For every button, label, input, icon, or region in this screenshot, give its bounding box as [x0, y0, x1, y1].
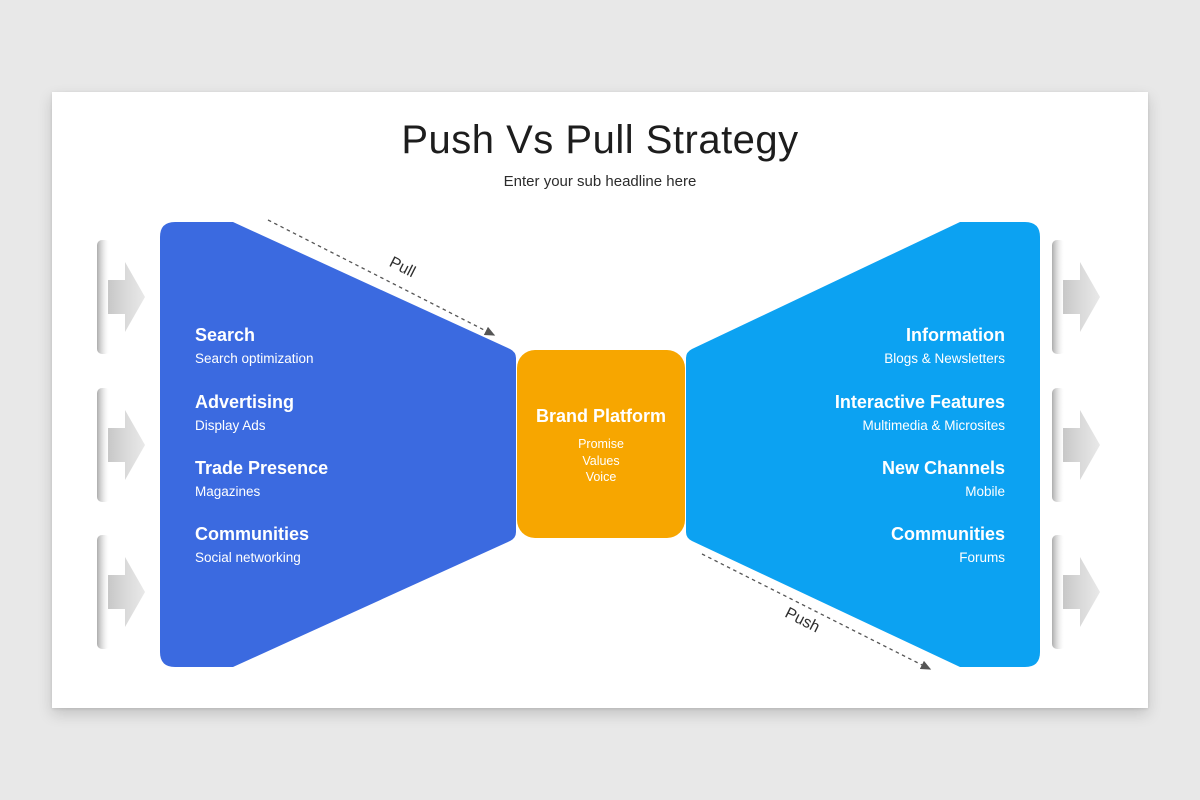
list-item: Trade Presence Magazines [195, 457, 495, 501]
slide-canvas: Push Vs Pull Strategy Enter your sub hea… [52, 92, 1148, 708]
brand-platform-box [517, 350, 685, 538]
pull-arrow [267, 219, 496, 336]
item-title: Trade Presence [195, 458, 329, 478]
brand-platform-lines: Promise Values Voice [517, 436, 685, 486]
right-arrow-icon [1052, 535, 1100, 649]
list-item: Search Search optimization [195, 324, 495, 368]
item-subtitle: Mobile [965, 484, 1005, 499]
strategy-diagram [97, 219, 1100, 670]
item-title: New Channels [881, 458, 1005, 478]
item-subtitle: Magazines [195, 484, 261, 499]
right-arrow-icon [97, 240, 145, 354]
right-arrow-icon [1052, 240, 1100, 354]
item-title: Communities [195, 524, 310, 544]
right-arrow-icon [1052, 388, 1100, 502]
item-title: Interactive Features [834, 392, 1005, 412]
brand-platform-title: Brand Platform [535, 406, 667, 426]
list-item: Information Blogs & Newsletters [705, 324, 1005, 368]
right-arrow-icon [97, 388, 145, 502]
brand-line: Voice [585, 470, 617, 484]
item-title: Advertising [195, 392, 295, 412]
item-subtitle: Multimedia & Microsites [862, 418, 1005, 433]
brand-line: Values [582, 453, 620, 468]
item-title: Communities [890, 524, 1005, 544]
brand-platform-content: Brand Platform Promise Values Voice [517, 350, 685, 538]
item-title: Search [195, 325, 256, 345]
list-item: Communities Social networking [195, 523, 495, 567]
item-subtitle: Blogs & Newsletters [884, 351, 1005, 366]
brand-line: Promise [578, 437, 624, 451]
item-subtitle: Social networking [195, 550, 301, 565]
page-subtitle: Enter your sub headline here [503, 173, 697, 190]
page-title: Push Vs Pull Strategy [401, 118, 799, 162]
right-arrow-icon [97, 535, 145, 649]
item-subtitle: Forums [959, 550, 1005, 565]
list-item: Communities Forums [705, 523, 1005, 567]
item-subtitle: Search optimization [195, 351, 314, 366]
left-strategy-panel-shape [160, 222, 516, 667]
list-item: New Channels Mobile [705, 457, 1005, 501]
list-item: Advertising Display Ads [195, 391, 495, 435]
right-strategy-panel-shape [686, 222, 1040, 667]
push-arrow [701, 553, 932, 670]
list-item: Interactive Features Multimedia & Micros… [705, 391, 1005, 435]
item-subtitle: Display Ads [195, 418, 266, 433]
item-title: Information [906, 325, 1005, 345]
